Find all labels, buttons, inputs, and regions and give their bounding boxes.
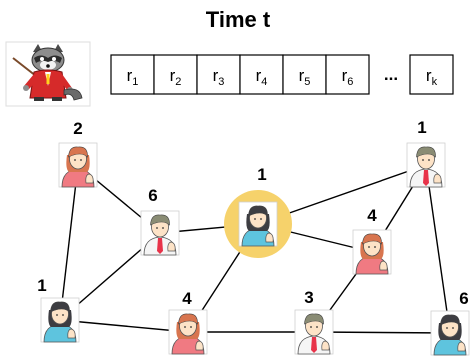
node-count-label: 6 [459,289,468,308]
network-node: 4 [168,289,208,355]
network-edge [313,331,451,334]
female-dark-hair-teal-shirt-icon [238,201,278,247]
svg-text:r2: r2 [170,66,182,88]
node-count-label: 6 [148,186,157,205]
diagram-title: Time t [206,7,271,32]
network-edge [59,164,79,321]
sequence-cell: r4 [239,54,284,95]
sequence-cell: r1 [110,54,155,95]
node-count-label: 1 [417,118,426,137]
male-grey-hair-tie-icon [140,210,180,256]
reward-sequence: r1 r2 r3 r4 r5 r6 ... rk [110,54,454,95]
network-node: 2 [58,119,98,188]
svg-text:r4: r4 [256,66,268,88]
node-count-label: 2 [73,119,82,138]
svg-text:r1: r1 [127,66,139,88]
female-orange-hair-pink-shirt-icon [352,229,392,275]
network-node: 1 [406,118,446,188]
svg-text:r6: r6 [342,66,354,88]
sequence-cell: r6 [325,54,370,95]
sequence-cell-last: rk [409,54,454,95]
network-node: 1 [37,276,80,343]
node-count-label: 3 [304,288,313,307]
node-count-label: 4 [367,206,377,225]
sequence-cell: r2 [153,54,198,95]
network-node: 1 [224,165,292,258]
svg-text:r5: r5 [299,66,311,88]
node-count-label: 4 [182,289,192,308]
network-node: 6 [140,186,180,256]
sequence-cell: r3 [196,54,241,95]
network-node: 4 [352,206,392,275]
female-orange-hair-pink-shirt-icon [168,309,208,355]
svg-text:r3: r3 [213,66,225,88]
network-node: 3 [294,288,334,355]
sequence-cell: r5 [282,54,327,95]
female-dark-hair-teal-shirt-icon [40,297,80,343]
network-edge [425,164,451,334]
male-grey-hair-tie-icon [294,309,334,355]
node-count-label: 1 [37,276,46,295]
raccoon-teacher-icon [5,41,91,107]
female-dark-hair-teal-shirt-icon [430,310,470,356]
network-edge [59,319,189,333]
svg-text:rk: rk [426,66,438,88]
sequence-ellipsis: ... [384,65,398,84]
network-node: 6 [430,289,470,356]
node-count-label: 1 [257,165,266,184]
male-grey-hair-tie-icon [406,142,446,188]
female-orange-hair-pink-shirt-icon [58,142,98,188]
network-nodes: 2 6 1 1 4 1 4 3 6 [37,118,470,356]
